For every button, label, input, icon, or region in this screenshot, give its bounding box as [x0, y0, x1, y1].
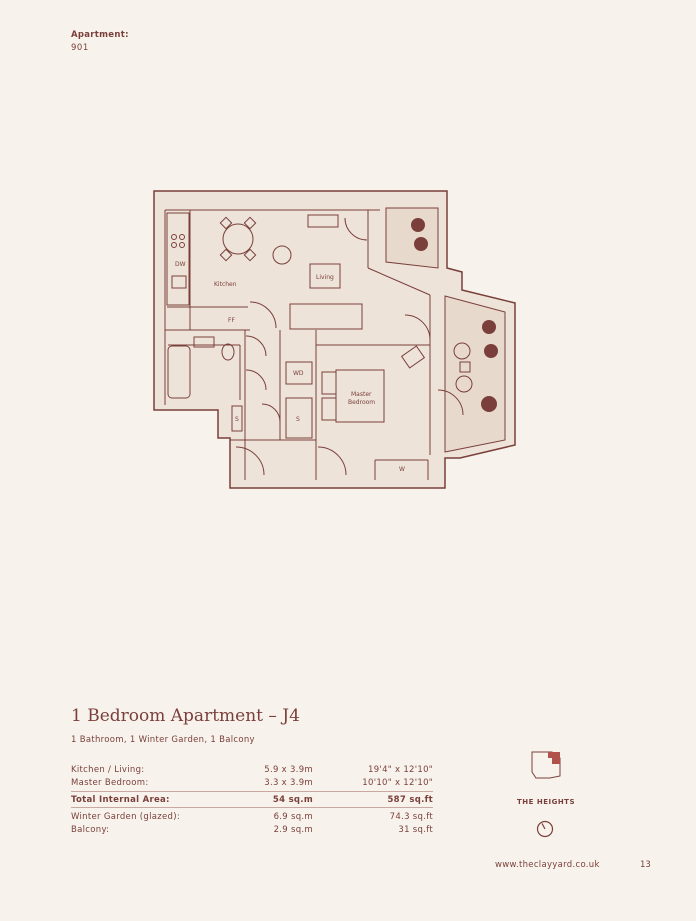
- label-s2: S: [235, 416, 239, 423]
- extra-row: Winter Garden (glazed): 6.9 sq.m 74.3 sq…: [71, 810, 433, 823]
- total-row: Total Internal Area: 54 sq.m 587 sq.ft: [71, 791, 433, 808]
- extra-name: Balcony:: [71, 824, 110, 835]
- total-imperial: 587 sq.ft: [387, 794, 433, 805]
- plant-icon: [411, 218, 425, 232]
- winter-garden-area: [444, 295, 506, 453]
- room-metric: 5.9 x 3.9m: [264, 764, 313, 775]
- extra-name: Winter Garden (glazed):: [71, 811, 181, 822]
- apartment-subtitle: 1 Bathroom, 1 Winter Garden, 1 Balcony: [71, 735, 255, 745]
- room-label-kitchen: Kitchen: [214, 281, 237, 288]
- room-imperial: 10'10" x 12'10": [362, 777, 433, 788]
- extra-metric: 6.9 sq.m: [273, 811, 313, 822]
- apartment-label: Apartment:: [71, 30, 129, 40]
- website-link[interactable]: www.theclayyard.co.uk: [495, 860, 600, 870]
- extra-metric: 2.9 sq.m: [273, 824, 313, 835]
- extra-imperial: 74.3 sq.ft: [389, 811, 433, 822]
- room-label-master: Master: [351, 391, 372, 398]
- room-row: Kitchen / Living: 5.9 x 3.9m 19'4" x 12'…: [71, 763, 433, 776]
- building-name: THE HEIGHTS: [516, 798, 576, 806]
- total-metric: 54 sq.m: [272, 794, 313, 805]
- label-w: W: [399, 466, 405, 473]
- room-name: Kitchen / Living:: [71, 764, 145, 775]
- extra-imperial: 31 sq.ft: [398, 824, 433, 835]
- room-name: Master Bedroom:: [71, 777, 149, 788]
- label-wd: WD: [293, 370, 304, 377]
- compass-icon: [536, 820, 554, 838]
- label-dw: DW: [175, 261, 186, 268]
- room-imperial: 19'4" x 12'10": [368, 764, 433, 775]
- extra-row: Balcony: 2.9 sq.m 31 sq.ft: [71, 823, 433, 836]
- page-number: 13: [640, 860, 651, 870]
- balcony-area: [385, 207, 439, 269]
- label-ff: FF: [228, 317, 235, 324]
- room-row: Master Bedroom: 3.3 x 3.9m 10'10" x 12'1…: [71, 776, 433, 789]
- area-table: Kitchen / Living: 5.9 x 3.9m 19'4" x 12'…: [71, 763, 433, 836]
- room-label-living: Living: [316, 274, 334, 281]
- total-name: Total Internal Area:: [71, 794, 170, 805]
- label-s1: S: [296, 416, 300, 423]
- apartment-number: 901: [71, 43, 89, 53]
- key-plan-icon: [531, 751, 561, 779]
- room-label-bedroom: Bedroom: [348, 399, 375, 406]
- apartment-title: 1 Bedroom Apartment – J4: [71, 706, 300, 726]
- floor-plan: Kitchen Living Master Bedroom DW FF WD S…: [153, 190, 516, 489]
- room-metric: 3.3 x 3.9m: [264, 777, 313, 788]
